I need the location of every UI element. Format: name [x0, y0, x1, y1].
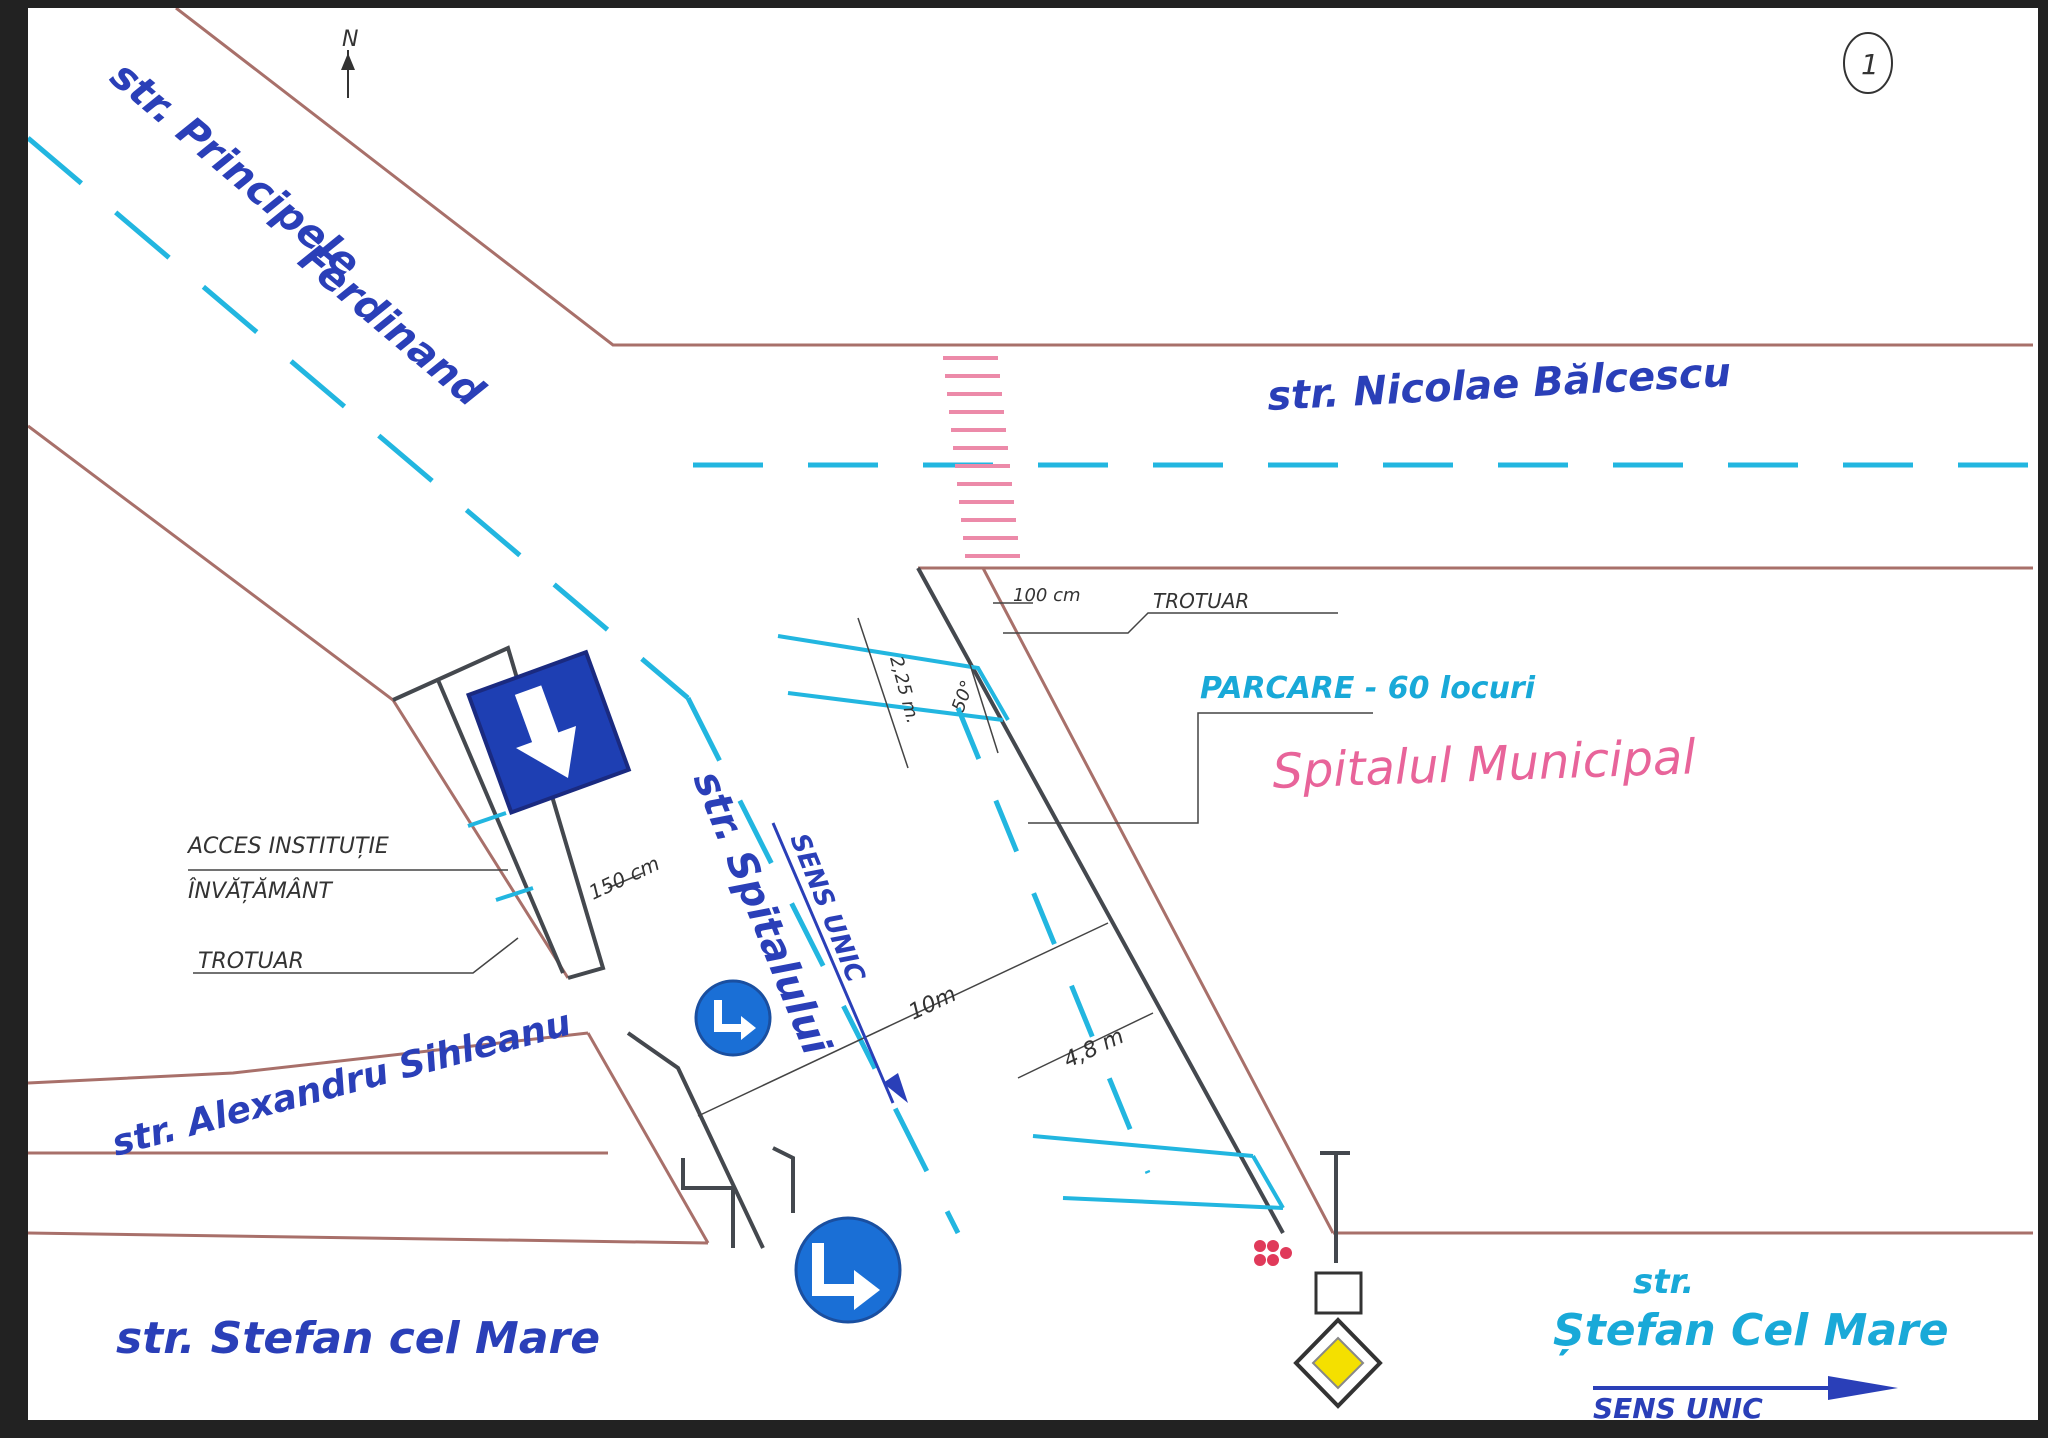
one-way-label-bottom: SENS UNIC [1593, 1392, 1763, 1420]
lane-dividers [28, 136, 2033, 1235]
street-label-sihleanu: str. Alexandru Sihleanu [108, 1003, 576, 1165]
parking-label: PARCARE - 60 locuri [1200, 671, 1536, 706]
hospital-label: Spitalul Municipal [1271, 729, 1697, 800]
street-label-ferdinand: Ferdinand [290, 235, 493, 416]
street-label-stefan-left: str. Stefan cel Mare [116, 1313, 600, 1364]
street-label-balcescu: str. Nicolae Bălcescu [1266, 350, 1732, 420]
left-sidewalk-block [392, 645, 606, 980]
sign-poles [626, 1031, 1350, 1263]
sidewalk-label-right: TROTUAR [1153, 589, 1249, 613]
tactile-paving-dots [1254, 1240, 1292, 1266]
school-access-label-1: ACCES INSTITUȚIE [186, 834, 389, 859]
mandatory-right-turn-sign-icon [794, 1216, 902, 1324]
page-number-circle [1843, 32, 1893, 94]
school-access-label-2: ÎNVĂȚĂMÂNT [188, 878, 333, 904]
pedestrian-crossing [943, 356, 1020, 558]
north-label: N [342, 27, 358, 52]
street-plan-drawing: N 1 str. Principele Ferdinand str [28, 8, 2033, 1420]
hospital-sidewalk [777, 567, 1285, 1234]
mandatory-turn-sign-icon [694, 979, 772, 1057]
page-number: 1 [1861, 48, 1879, 81]
dim-angle: 50° [948, 678, 979, 715]
road-edges [28, 8, 2033, 1245]
priority-road-sign-icon [1293, 1271, 1383, 1409]
map-sheet: N 1 str. Principele Ferdinand str [28, 8, 2038, 1420]
dim-10m: 10m [905, 982, 960, 1026]
one-way-sign-icon [465, 649, 632, 815]
dim-48m: 4,8 m [1060, 1024, 1128, 1073]
street-label-stefan-right-prefix: str. [1633, 1262, 1694, 1302]
sidewalk-label-left: TROTUAR [198, 949, 304, 974]
street-label-stefan-right: Ștefan Cel Mare [1553, 1305, 1949, 1356]
dim-100cm: 100 cm [1013, 585, 1081, 606]
one-way-arrow-bottom [1593, 1376, 1898, 1400]
dim-150cm: 150 cm [585, 851, 663, 904]
dimension-lines [188, 602, 1373, 1117]
one-way-arrow-vertical [771, 822, 908, 1104]
north-arrow-icon [341, 50, 355, 98]
